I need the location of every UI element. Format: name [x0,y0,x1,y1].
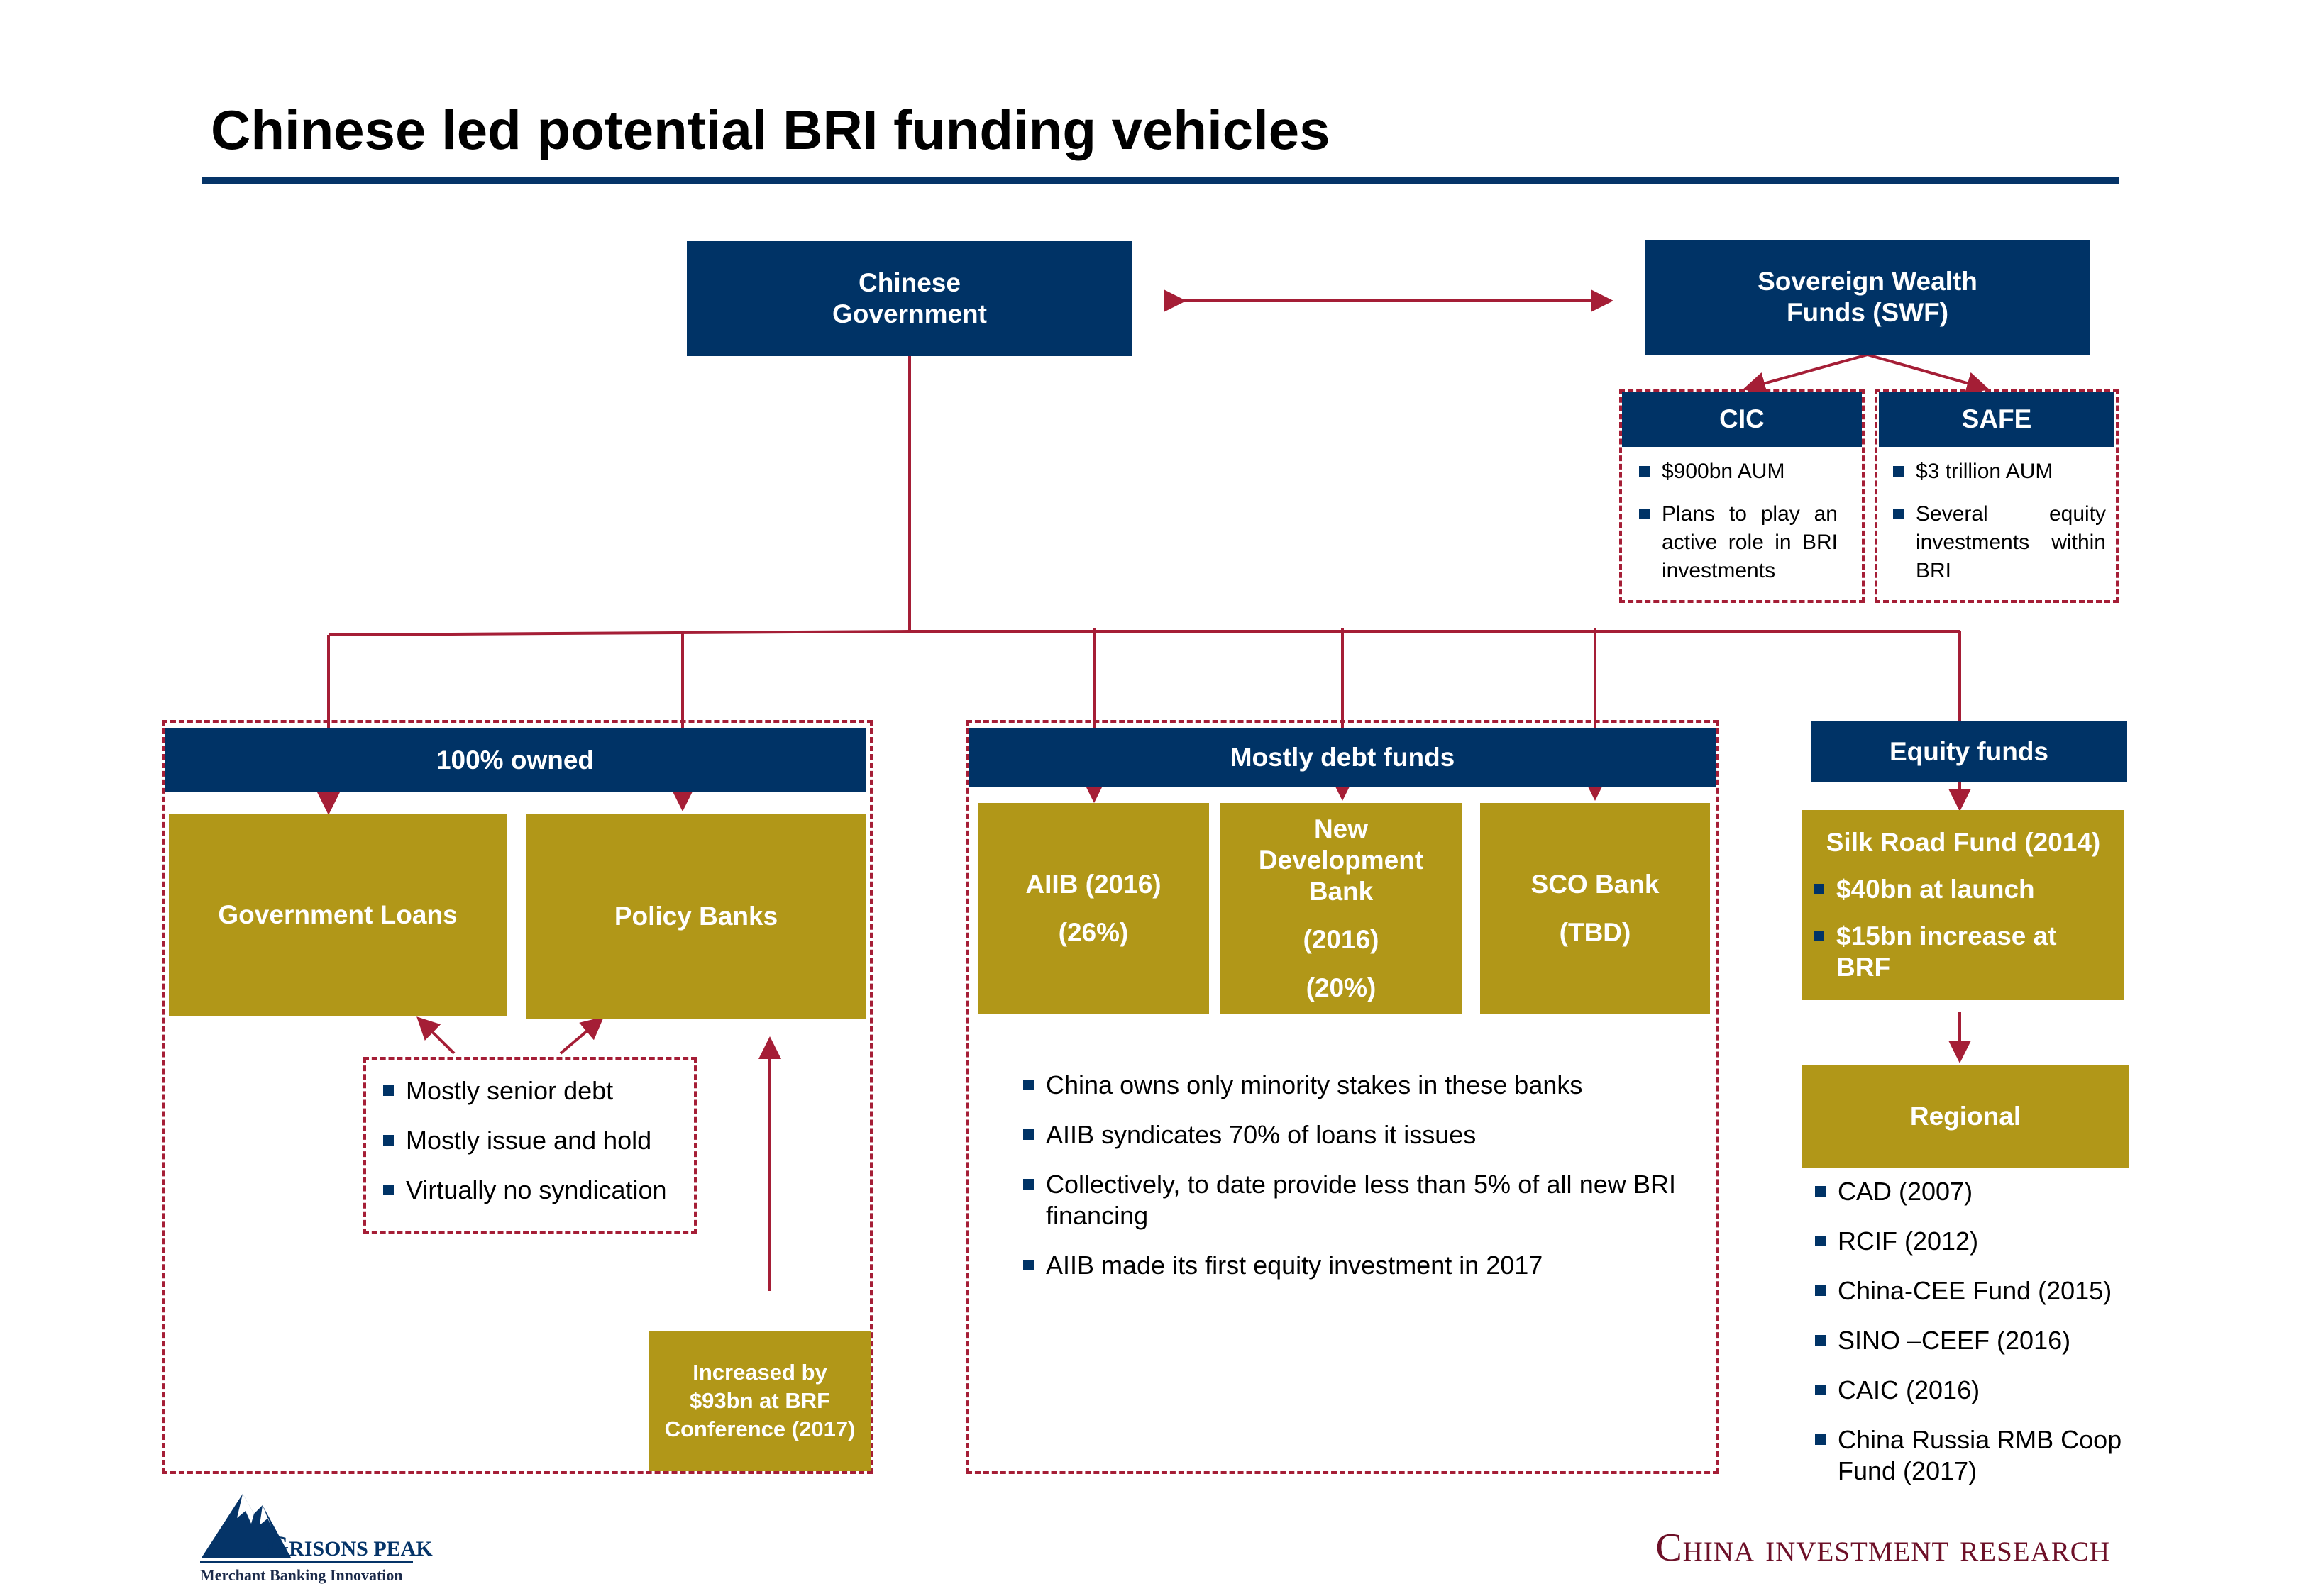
swf-cic-arrow [1743,353,1868,394]
title-underline [202,177,2119,184]
silk-road-bullets: $40bn at launch $15bn increase at BRF [1802,874,2124,999]
cic-bullet: $900bn AUM [1639,458,1838,486]
arrow-to-policy-banks [559,1016,605,1055]
regional-box: Regional [1802,1065,2129,1168]
owned-bullets-frame [363,1057,697,1234]
silk-road-bullet: $40bn at launch [1814,874,2116,905]
safe-bullet: $3 trillion AUM [1893,458,2106,486]
regional-bullet: SINO –CEEF (2016) [1815,1325,2127,1356]
ndb-name: New Development Bank [1258,814,1424,906]
safe-bullets: $3 trillion AUM Several equity investmen… [1893,458,2106,599]
mountain-icon [202,1494,291,1558]
aiib-box: AIIB (2016) (26%) [978,803,1209,1014]
debt-bullets: China owns only minority stakes in these… [1023,1070,1676,1299]
debt-bullet: Collectively, to date provide less than … [1023,1169,1676,1231]
owned-frame [162,720,873,1474]
regional-bullet: China Russia RMB Coop Fund (2017) [1815,1424,2127,1487]
arrow-to-gov-loans [416,1016,456,1055]
cic-frame [1619,389,1865,603]
equity-header: Equity funds [1811,721,2127,782]
government-loans-box: Government Loans [169,814,507,1016]
safe-bullet: Several equity investments within BRI [1893,500,2106,585]
logo-tagline: Merchant Banking Innovation [200,1566,403,1584]
sco-box: SCO Bank (TBD) [1480,803,1710,1014]
silk-road-box: Silk Road Fund (2014) $40bn at launch $1… [1802,810,2124,1000]
regional-bullets: CAD (2007) RCIF (2012) China-CEE Fund (2… [1815,1176,2127,1505]
safe-header: SAFE [1879,392,2114,447]
owned-bullet: Mostly issue and hold [383,1125,695,1156]
silk-road-bullet: $15bn increase at BRF [1814,921,2116,983]
cic-bullets: $900bn AUM Plans to play an active role … [1639,458,1838,599]
swf-box: Sovereign Wealth Funds (SWF) [1645,240,2090,355]
aiib-stake: (26%) [1058,918,1129,947]
owned-header: 100% owned [165,728,866,792]
owned-bullets: Mostly senior debt Mostly issue and hold… [383,1075,695,1224]
sco-name: SCO Bank [1530,870,1660,899]
cic-bullet: Plans to play an active role in BRI inve… [1639,500,1838,585]
owned-bullet: Mostly senior debt [383,1075,695,1107]
logo-rule [200,1561,413,1563]
ndb-stake: (20%) [1306,973,1377,1002]
ndb-year: (2016) [1303,925,1379,954]
regional-bullet: China-CEE Fund (2015) [1815,1275,2127,1307]
debt-header: Mostly debt funds [969,728,1716,787]
debt-frame [966,720,1719,1474]
debt-bullet: China owns only minority stakes in these… [1023,1070,1676,1101]
logo-name: RISONS PEAK [289,1537,433,1561]
policy-banks-box: Policy Banks [526,814,866,1019]
silk-road-title: Silk Road Fund (2014) [1826,828,2101,857]
cic-header: CIC [1622,392,1862,447]
owned-bullet: Virtually no syndication [383,1175,695,1206]
swf-safe-arrow [1867,353,1990,394]
research-label: China investment research [1655,1526,2110,1570]
regional-bullet: CAIC (2016) [1815,1375,2127,1406]
regional-bullet: RCIF (2012) [1815,1226,2127,1257]
sco-stake: (TBD) [1559,918,1631,947]
aiib-name: AIIB (2016) [1025,870,1162,899]
distribution-bus [328,630,1960,636]
ndb-box: New Development Bank (2016) (20%) [1220,803,1462,1014]
safe-frame [1875,389,2119,603]
page-title: Chinese led potential BRI funding vehicl… [211,99,1330,161]
grisons-peak-logo: GRISONS PEAK Merchant Banking Innovation [200,1490,433,1589]
increase-note-box: Increased by $93bn at BRF Conference (20… [649,1331,871,1471]
regional-bullet: CAD (2007) [1815,1176,2127,1207]
debt-bullet: AIIB syndicates 70% of loans it issues [1023,1119,1676,1151]
debt-bullet: AIIB made its first equity investment in… [1023,1250,1676,1281]
chinese-government-box: Chinese Government [687,241,1132,356]
logo-initial: G [267,1530,289,1562]
